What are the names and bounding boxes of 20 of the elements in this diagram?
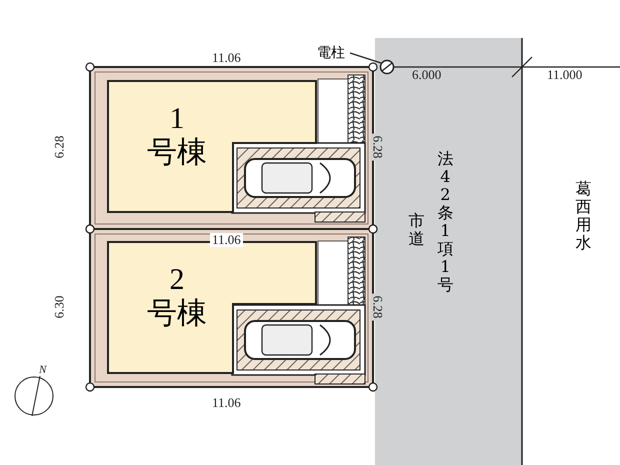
road-name: 市道 — [408, 212, 425, 248]
building-number: 2 — [168, 263, 186, 297]
road-classification: 法42条1項1号 — [437, 150, 454, 294]
dimension-label: 11.06 — [210, 396, 243, 410]
building-footprint — [107, 80, 317, 213]
utility-pole-symbol — [379, 59, 395, 75]
building-number: 1 — [168, 102, 186, 136]
dimension-label: 6.30 — [52, 294, 66, 320]
dimension-label: 11.06 — [210, 51, 243, 65]
dimension-label: 6.000 — [410, 68, 444, 82]
building-label: 号棟 — [146, 136, 208, 170]
dimension-label: 6.28 — [370, 294, 384, 320]
building-label: 号棟 — [146, 297, 208, 331]
dimension-label: 6.28 — [370, 134, 384, 160]
dimension-label: 6.28 — [52, 134, 66, 160]
canal-name: 葛西用水 — [575, 180, 592, 252]
north-label: N — [38, 363, 48, 377]
dimension-label: 11.06 — [210, 233, 243, 247]
leader-line — [350, 52, 382, 64]
dimension-label: 11.000 — [545, 68, 584, 82]
